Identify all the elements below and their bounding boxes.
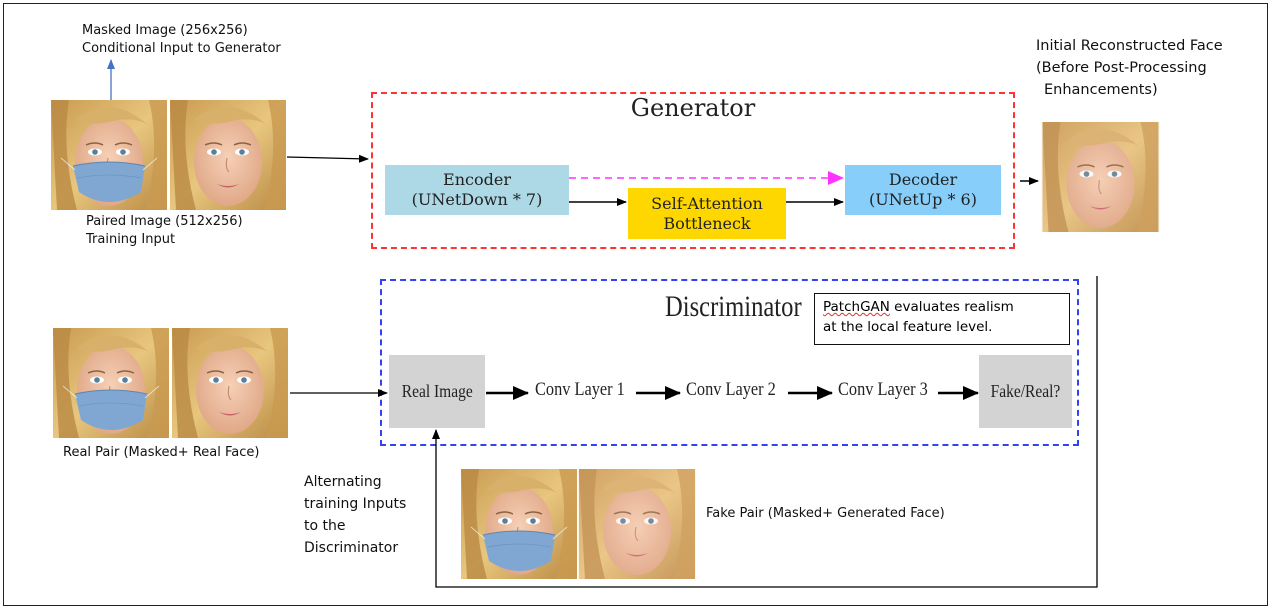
decoder-block: Decoder (UNetUp * 6): [845, 165, 1001, 215]
real-image-label: Real Image: [401, 381, 473, 401]
fake-pair-feedback-arrow: [432, 276, 1098, 588]
decoder-sublabel: (UNetUp * 6): [869, 190, 977, 209]
fake-pair-thumbnail: [460, 469, 696, 579]
attention-label: Self-Attention: [651, 193, 763, 213]
reconstructed-face-thumbnail: [1041, 122, 1160, 232]
patchgan-word: PatchGAN: [823, 299, 890, 315]
encoder-block: Encoder (UNetDown * 7): [385, 165, 569, 215]
conv-layer-1-node: Conv Layer 1: [535, 379, 625, 400]
discriminator-title: Discriminator: [665, 290, 802, 323]
input-to-generator-arrow: [286, 154, 369, 163]
decoder-label: Decoder: [888, 170, 958, 189]
conv-layer-2-node: Conv Layer 2: [686, 379, 776, 400]
fake-real-node: Fake/Real?: [979, 355, 1072, 428]
encoder-sublabel: (UNetDown * 7): [411, 190, 543, 209]
note-text-2: at the local feature level.: [823, 319, 993, 335]
discriminator-region: [380, 279, 1079, 446]
generator-region: [371, 92, 1015, 249]
paired-image-label: Paired Image (512x256): [86, 214, 243, 229]
figure-frame: [3, 3, 1268, 606]
output-label-1: Initial Reconstructed Face: [1036, 38, 1223, 54]
alternating-label-1: Alternating: [304, 474, 382, 490]
self-attention-block: Self-Attention Bottleneck: [628, 188, 786, 239]
training-input-label: Training Input: [86, 232, 176, 247]
real-image-node: Real Image: [389, 355, 485, 428]
alternating-label-4: Discriminator: [304, 540, 399, 556]
fake-real-label: Fake/Real?: [990, 381, 1061, 401]
output-label-2: (Before Post-Processing: [1036, 60, 1207, 76]
alternating-label-2: training Inputs: [304, 496, 407, 512]
note-text-1: evaluates realism: [889, 299, 1014, 315]
fake-pair-label: Fake Pair (Masked+ Generated Face): [706, 506, 945, 521]
conv-layer-3-node: Conv Layer 3: [838, 379, 928, 400]
output-label-3: Enhancements): [1044, 82, 1158, 98]
generator-title: Generator: [630, 94, 756, 122]
conditional-input-label: Conditional Input to Generator: [82, 41, 281, 56]
attention-sublabel: Bottleneck: [663, 213, 751, 233]
patchgan-note: PatchGAN evaluates realism at the local …: [814, 293, 1070, 345]
alternating-label-3: to the: [304, 518, 346, 534]
real-pair-label: Real Pair (Masked+ Real Face): [63, 445, 260, 460]
masked-image-label: Masked Image (256x256): [82, 23, 248, 38]
encoder-label: Encoder: [443, 170, 511, 189]
